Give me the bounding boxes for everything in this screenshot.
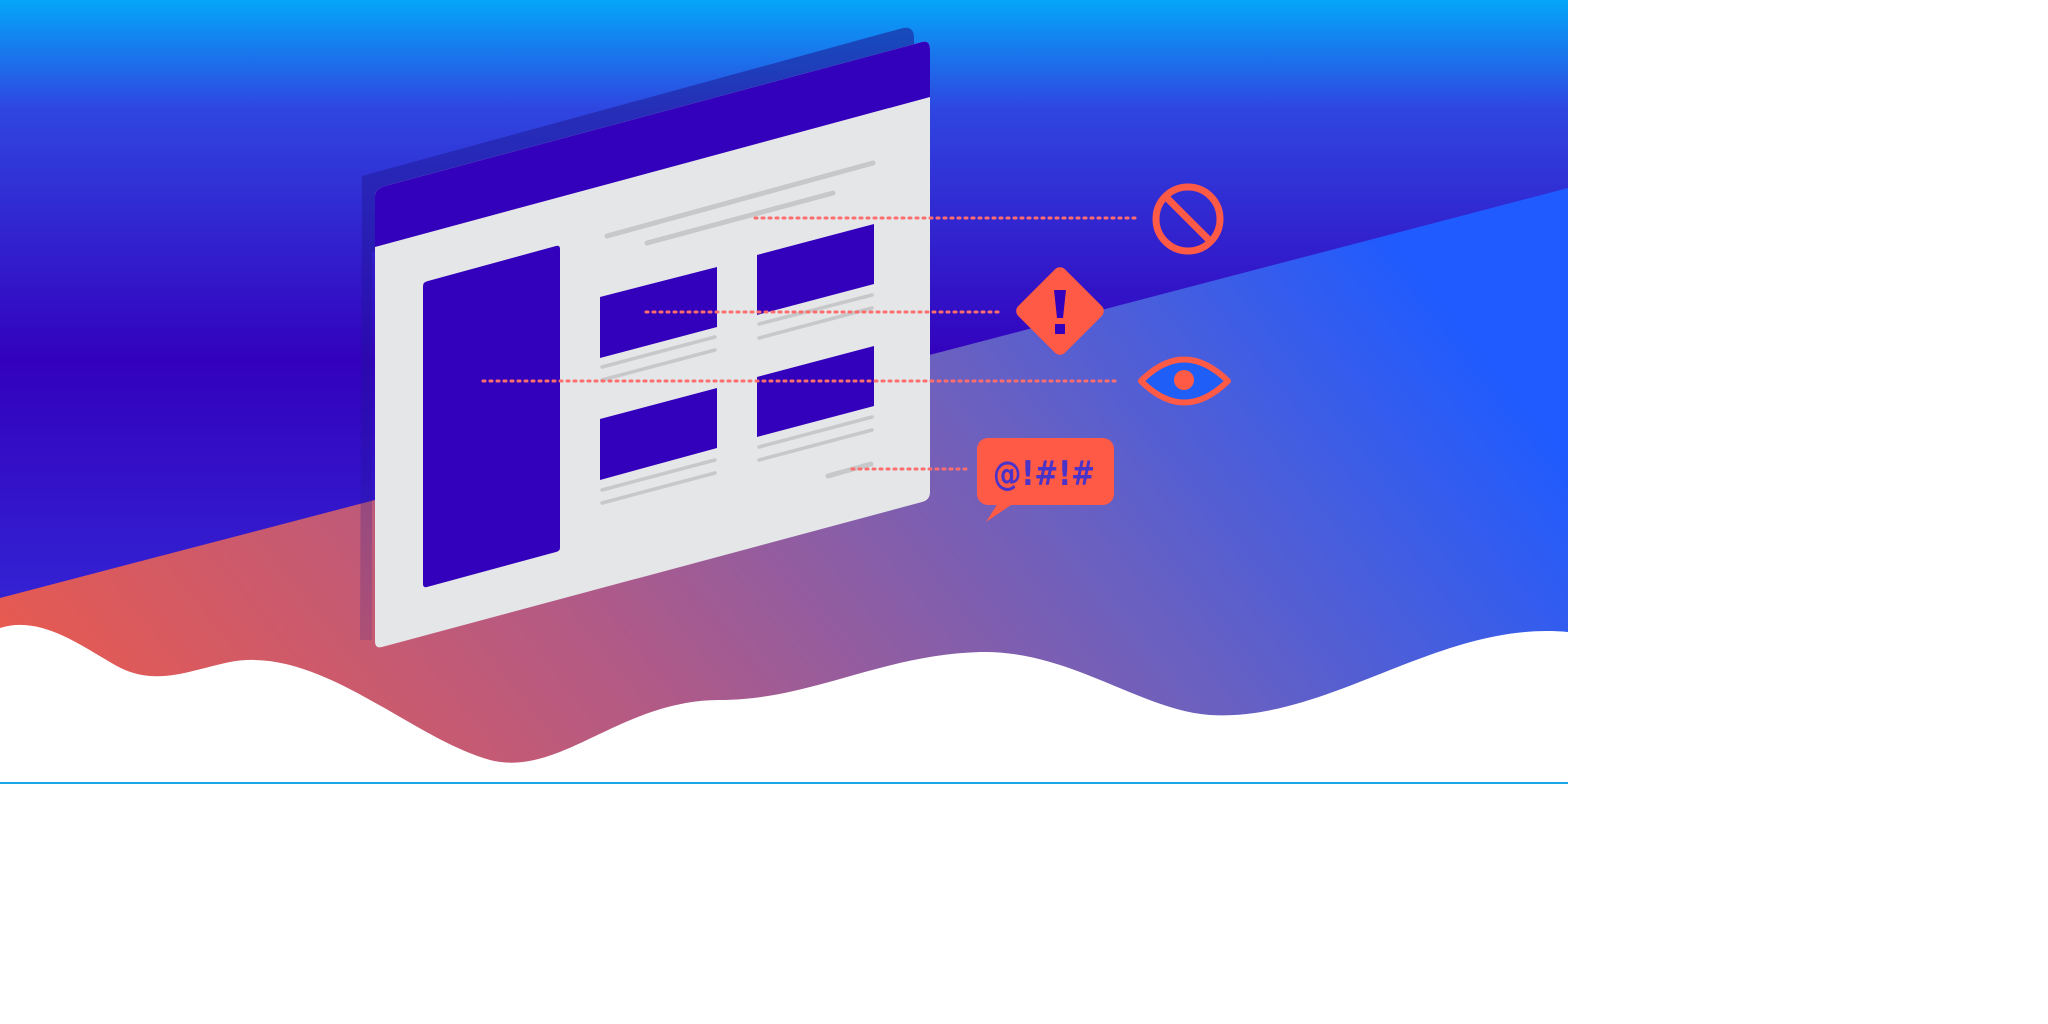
warning-icon (1016, 267, 1104, 355)
card-3-line-2 (600, 471, 717, 505)
eye-icon (1138, 356, 1231, 406)
speech-bubble-icon: @!#!# (977, 438, 1114, 522)
heading-line-2 (644, 190, 836, 246)
illustration: @!#!# (0, 0, 1568, 784)
content-card-3 (600, 388, 717, 480)
card-2-line-1 (757, 293, 874, 326)
card-3-line-1 (600, 458, 717, 492)
heading-line-1 (604, 160, 876, 239)
bottom-wave (0, 624, 1568, 784)
sidebar-block (423, 245, 560, 588)
speech-bubble-text: @!#!# (993, 454, 1095, 494)
content-card-2 (757, 224, 874, 315)
card-1-line-2 (600, 348, 717, 382)
bottom-edge (0, 782, 1568, 784)
window-header (375, 41, 930, 247)
card-1-line-1 (600, 335, 717, 369)
card-4-line-2 (757, 428, 874, 462)
prohibited-icon (1152, 183, 1224, 255)
footer-line (825, 461, 874, 479)
card-4-line-1 (757, 415, 874, 449)
card-2-line-2 (757, 306, 874, 340)
content-card-4 (757, 346, 874, 437)
content-card-1 (600, 267, 717, 358)
